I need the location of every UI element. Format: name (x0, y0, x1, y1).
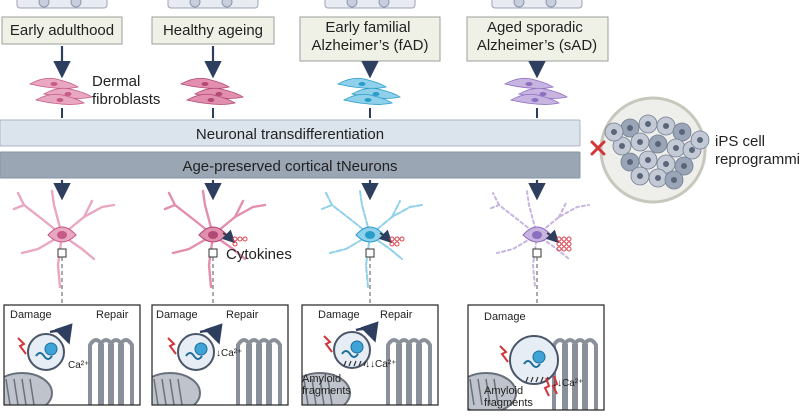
damage-bolt-2 (323, 335, 333, 353)
column-label-box-0 (1, 16, 123, 45)
panel-2-text: Damage Repair ↓↓Ca²⁺ Amyloid fragments (302, 309, 413, 397)
cytokines-label: Cytokines (226, 246, 292, 263)
svg-text:Damage: Damage (318, 309, 360, 321)
zoom-box-2 (365, 248, 375, 258)
svg-text:Ca²⁺: Ca²⁺ (68, 360, 89, 371)
panel-1 (152, 305, 288, 405)
neuron-2 (321, 190, 423, 305)
transdifferentiation-band (0, 119, 581, 147)
panel-2 (302, 305, 438, 405)
panel-3-text: Damage ↓↓Ca²⁺ Amyloid fragments (484, 311, 583, 409)
panel-3 (468, 305, 604, 410)
svg-text:↓↓Ca²⁺: ↓↓Ca²⁺ (365, 359, 396, 370)
ips-cell-cluster (599, 96, 710, 204)
svg-text:Repair: Repair (380, 309, 413, 321)
fibroblast-1 (179, 77, 245, 105)
svg-text:Damage: Damage (156, 309, 198, 321)
column-label-box-3 (466, 16, 609, 62)
column-label-box-2 (299, 16, 441, 62)
tneuron-cells (12, 189, 590, 305)
repair-arrow-2 (355, 321, 379, 343)
top-icon-0 (16, 0, 108, 9)
cross-icon (590, 140, 606, 156)
damage-bolt-3 (499, 345, 509, 363)
top-icon-1 (167, 0, 259, 9)
panel-frame-0 (3, 304, 141, 406)
mitochondrion-3 (468, 372, 517, 410)
fibroblast-0 (28, 77, 94, 105)
mitochondrion-1 (152, 372, 201, 405)
repair-arrow-1 (199, 323, 223, 345)
panel-frame-1 (151, 304, 289, 406)
svg-text:Amyloid fragments: Amyloid fragments (302, 373, 351, 397)
ips-label: iPS cell reprogramming (715, 133, 800, 168)
svg-text:Damage: Damage (484, 311, 526, 323)
fibroblast-cells (28, 77, 569, 105)
panel-frame-2 (301, 304, 439, 406)
mitochondrion-0 (4, 372, 53, 405)
neuron-3 (488, 190, 590, 305)
column-label-3: Aged sporadic Alzheimer’s (sAD) (477, 19, 597, 54)
panel-0-text: Damage Repair Ca²⁺ (10, 309, 129, 371)
svg-text:Amyloid fragments: Amyloid fragments (484, 385, 533, 409)
fibroblast-2 (336, 77, 402, 105)
column-label-0: Early adulthood (10, 22, 114, 39)
column-label-texts: Early adulthood Healthy ageing Early fam… (10, 19, 597, 54)
damage-bolt-1 (167, 337, 177, 355)
damage-bolt-0 (17, 337, 27, 355)
neuron-1 (163, 189, 267, 305)
panel-1-text: Damage Repair ↓Ca²⁺ (156, 309, 259, 359)
top-cropped-icons (16, 0, 583, 9)
repair-arrow-0 (49, 323, 73, 345)
zoom-box-3 (532, 248, 542, 258)
zoom-box-1 (208, 248, 218, 258)
panel-0 (4, 305, 140, 405)
tneurons-band (0, 151, 581, 179)
tneurons-label: Age-preserved cortical tNeurons (182, 158, 397, 175)
zoom-box-0 (57, 248, 67, 258)
svg-text:↓Ca²⁺: ↓Ca²⁺ (216, 348, 242, 359)
mitochondrion-2 (302, 372, 351, 405)
neuron-0 (12, 189, 116, 305)
top-icon-3 (491, 0, 583, 9)
svg-text:↓↓Ca²⁺: ↓↓Ca²⁺ (552, 378, 583, 389)
fibroblasts-label: Dermal fibroblasts (92, 73, 160, 108)
fibroblast-3 (503, 77, 569, 105)
column-label-1: Healthy ageing (163, 22, 263, 39)
column-label-box-1 (151, 16, 275, 45)
column-labels (1, 16, 609, 62)
column-label-2: Early familial Alzheimer’s (fAD) (312, 19, 429, 54)
svg-text:Repair: Repair (226, 309, 259, 321)
panel-frame-3 (467, 304, 605, 411)
top-icon-2 (324, 0, 416, 9)
svg-text:Damage: Damage (10, 309, 52, 321)
transdifferentiation-label: Neuronal transdifferentiation (196, 126, 384, 143)
svg-text:Repair: Repair (96, 309, 129, 321)
flow-arrows (53, 46, 546, 201)
organelle-panels (3, 304, 605, 411)
